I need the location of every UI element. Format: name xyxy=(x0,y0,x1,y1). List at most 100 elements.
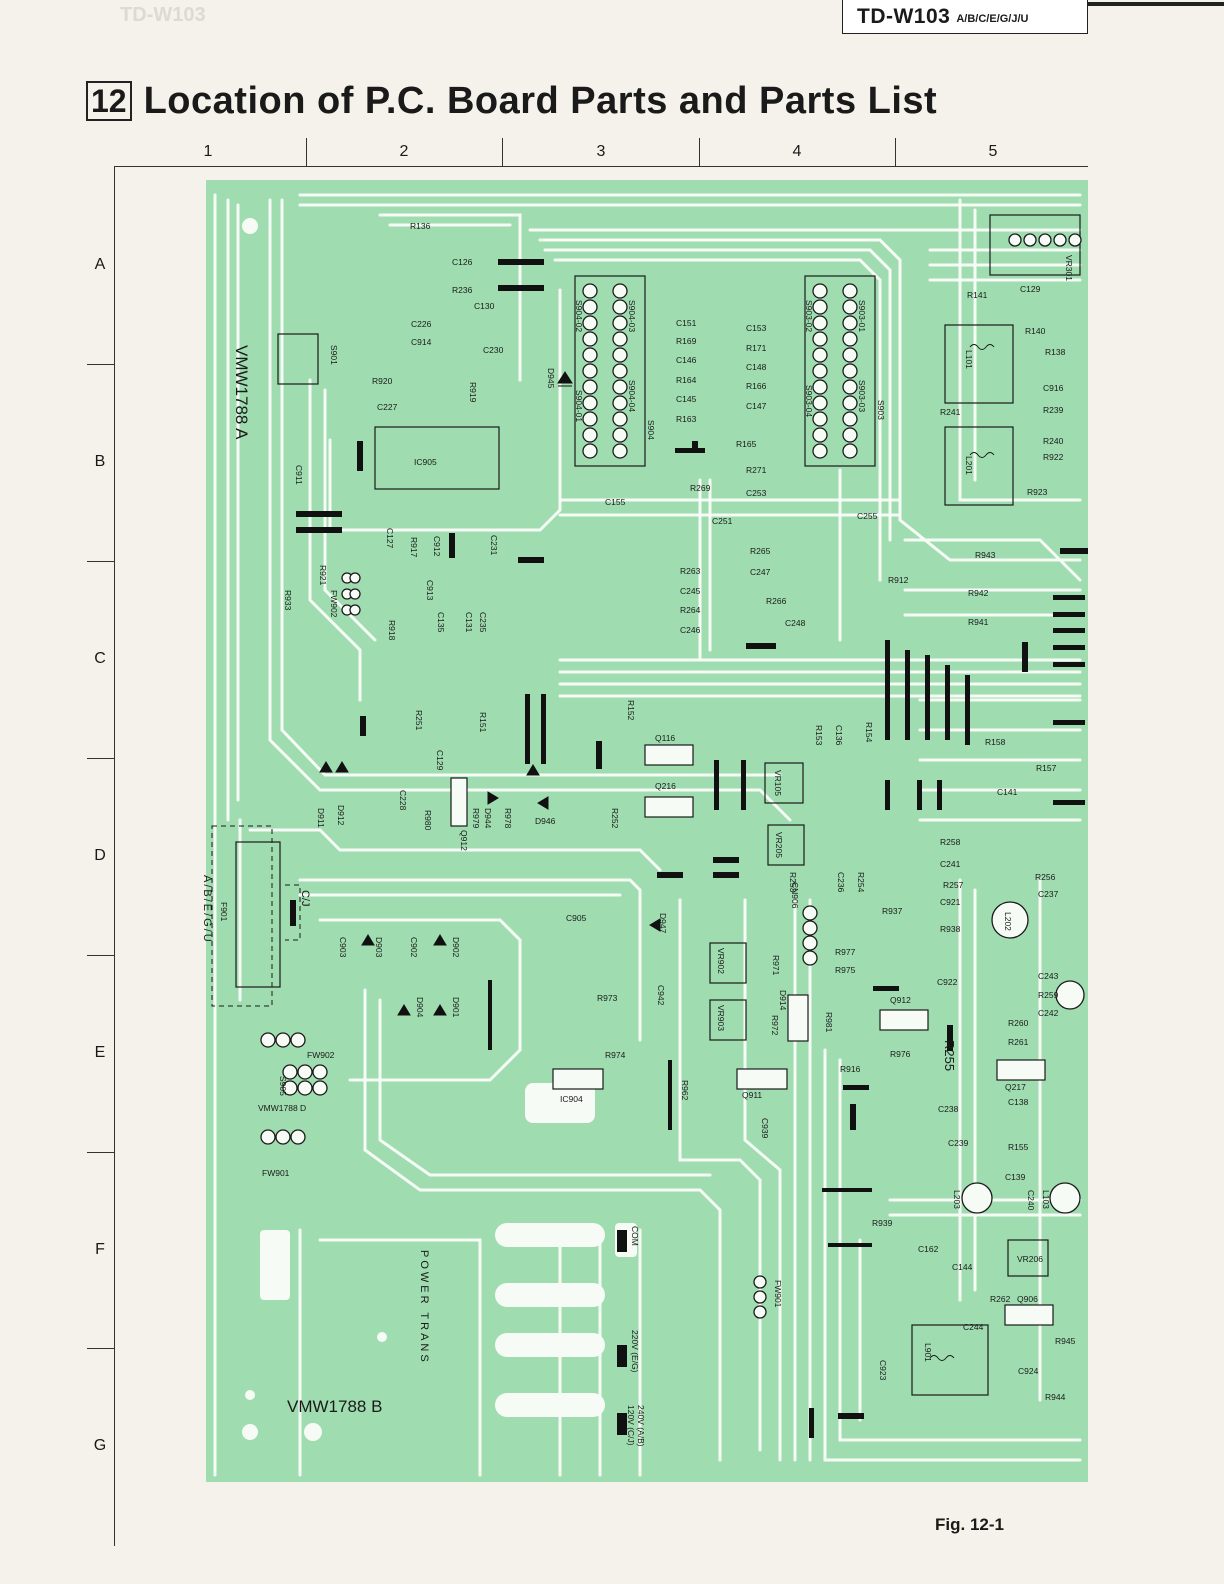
120v-label: 120V (C/J) xyxy=(626,1405,636,1446)
part-label: C244 xyxy=(963,1322,984,1332)
part-label: R261 xyxy=(1008,1037,1029,1047)
grid-row-G: G xyxy=(93,1437,107,1454)
corner-rule xyxy=(1088,2,1224,6)
part-label: C913 xyxy=(425,580,435,601)
part-label: Q217 xyxy=(1005,1082,1026,1092)
part-label: C903 xyxy=(338,937,348,958)
part-label: C145 xyxy=(676,394,697,404)
part-label: C237 xyxy=(1038,889,1059,899)
part-label: VR902 xyxy=(716,948,726,974)
part-label: D903 xyxy=(374,937,384,958)
figure-caption: Fig. 12-1 xyxy=(935,1515,1004,1534)
part-label: R163 xyxy=(676,414,697,424)
part-label: R157 xyxy=(1036,763,1057,773)
page-title: 12 Location of P.C. Board Parts and Part… xyxy=(86,78,937,124)
pcb-board xyxy=(206,180,1088,1482)
part-label: D902 xyxy=(451,937,461,958)
part-label: R945 xyxy=(1055,1336,1076,1346)
part-label: D946 xyxy=(535,816,556,826)
part-label: R252 xyxy=(610,808,620,829)
part-label: C247 xyxy=(750,567,771,577)
part-label: FW901 xyxy=(262,1168,290,1178)
part-label: R923 xyxy=(1027,487,1048,497)
part-label: C246 xyxy=(680,625,701,635)
part-label: C144 xyxy=(952,1262,973,1272)
part-label: C148 xyxy=(746,362,767,372)
part-label: R975 xyxy=(835,965,856,975)
part-label: R917 xyxy=(409,537,419,558)
part-label: R255 xyxy=(942,1040,957,1071)
part-label: S903-01 xyxy=(857,300,867,332)
part-label: Q116 xyxy=(655,733,675,743)
part-label: C243 xyxy=(1038,971,1059,981)
part-label: R141 xyxy=(967,290,988,300)
part-label: C914 xyxy=(411,337,432,347)
part-label: R939 xyxy=(872,1218,893,1228)
part-label: C139 xyxy=(1005,1172,1026,1182)
part-label: D945 xyxy=(546,368,556,389)
part-label: VR206 xyxy=(1017,1254,1043,1264)
bleed-through-header: TD-W103 xyxy=(120,4,206,26)
220v-label: 220V (E/G) xyxy=(630,1330,640,1373)
part-label: R151 xyxy=(478,712,488,733)
grid-row-divider xyxy=(87,955,115,956)
part-label: Q912 xyxy=(890,995,911,1005)
part-label: C130 xyxy=(474,301,495,311)
part-label: C238 xyxy=(938,1104,959,1114)
part-label: C240 xyxy=(1026,1190,1036,1211)
part-label: C236 xyxy=(836,872,846,893)
grid-column-5: 5 xyxy=(988,143,998,160)
part-label: R266 xyxy=(766,596,787,606)
part-label: R236 xyxy=(452,285,473,295)
grid-frame-left xyxy=(114,166,115,1546)
part-label: R154 xyxy=(864,722,874,743)
part-label: C939 xyxy=(760,1118,770,1139)
part-label: VR105 xyxy=(773,770,783,796)
part-label: R136 xyxy=(410,221,431,231)
grid-row-B: B xyxy=(94,453,106,470)
part-label: R916 xyxy=(840,1064,861,1074)
part-label: R264 xyxy=(680,605,701,615)
part-label: S903-02 xyxy=(804,300,814,332)
part-label: L101 xyxy=(964,350,974,369)
part-label: D901 xyxy=(451,997,461,1018)
part-label: C153 xyxy=(746,323,767,333)
part-label: C227 xyxy=(377,402,398,412)
grid-column-divider xyxy=(502,138,503,166)
part-label: R164 xyxy=(676,375,697,385)
part-label: R938 xyxy=(940,924,961,934)
part-label: S904-01 xyxy=(574,390,584,422)
part-label: R158 xyxy=(985,737,1006,747)
part-label: C923 xyxy=(878,1360,888,1381)
section-title: Location of P.C. Board Parts and Parts L… xyxy=(143,79,938,122)
part-label: C911 xyxy=(294,465,304,485)
part-label: C253 xyxy=(746,488,767,498)
part-label: C129 xyxy=(1020,284,1041,294)
part-label: R942 xyxy=(968,588,989,598)
part-label: R912 xyxy=(888,575,909,585)
part-label: R918 xyxy=(387,620,397,641)
part-label: L202 xyxy=(1003,912,1013,931)
part-label: Q911 xyxy=(742,1090,762,1100)
board-d-label: VMW1788 D xyxy=(258,1103,306,1113)
part-label: C131 xyxy=(464,612,474,633)
part-label: VR205 xyxy=(774,832,784,858)
240v-label: 240V (A/B) xyxy=(636,1405,646,1447)
part-label: VR301 xyxy=(1064,255,1074,281)
part-label: R921 xyxy=(318,565,328,586)
part-label: R971 xyxy=(771,955,781,976)
part-label: C924 xyxy=(1018,1366,1039,1376)
part-label: FW902 xyxy=(307,1050,335,1060)
part-label: R263 xyxy=(680,566,701,576)
part-label: C922 xyxy=(937,977,958,987)
part-label: R919 xyxy=(468,382,478,403)
part-label: D947 xyxy=(658,913,668,934)
section-number: 12 xyxy=(86,81,132,121)
part-label: C138 xyxy=(1008,1097,1029,1107)
part-label: FW902 xyxy=(329,590,339,618)
part-label: Q216 xyxy=(655,781,676,791)
part-label: R981 xyxy=(824,1012,834,1033)
part-label: D944 xyxy=(483,808,493,829)
part-label: C245 xyxy=(680,586,701,596)
part-label: C127 xyxy=(385,528,395,549)
